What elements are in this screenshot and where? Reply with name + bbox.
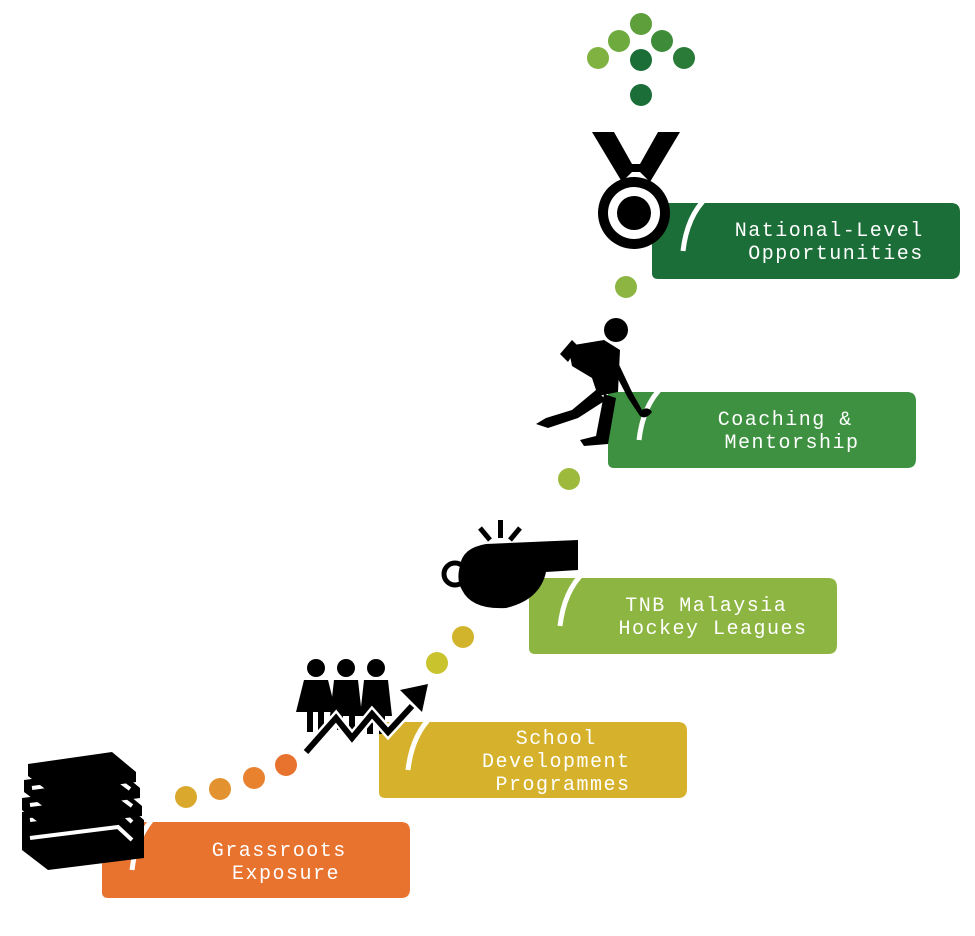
path-dot (243, 767, 265, 789)
books-icon (22, 752, 144, 870)
step-national: National-Level Opportunities (592, 132, 960, 279)
arrow-dot (608, 30, 630, 52)
path-dot (209, 778, 231, 800)
step-label-line: National-Level (735, 220, 924, 243)
step-grassroots: Grassroots Exposure (22, 752, 410, 898)
step-label-line: Coaching & (718, 409, 853, 432)
step-label-line: Mentorship (724, 432, 859, 455)
hockey-player-icon (536, 318, 652, 446)
step-box-coaching (608, 392, 916, 468)
step-box-grassroots (102, 822, 410, 898)
step-label-line: Opportunities (748, 243, 924, 266)
step-label-national: National-Level Opportunities (735, 220, 938, 266)
arrow-dot (630, 13, 652, 35)
step-label-line: Development (482, 751, 631, 774)
step-label-line: Hockey Leagues (618, 618, 807, 641)
arrow-dot (630, 84, 652, 106)
path-dot (615, 276, 637, 298)
arrow-dots-icon (587, 13, 695, 106)
step-label-line: Grassroots (212, 840, 347, 863)
arrow-dot (587, 47, 609, 69)
step-leagues: TNB Malaysia Hockey Leagues (441, 520, 837, 654)
step-box-arc (680, 195, 709, 252)
path-dot (558, 468, 580, 490)
step-label-grassroots: Grassroots Exposure (212, 840, 361, 886)
path-dot (452, 626, 474, 648)
arrow-dot (673, 47, 695, 69)
step-box-national (652, 203, 960, 279)
path-dot (275, 754, 297, 776)
people-growth-icon (296, 659, 428, 756)
path-dot (426, 652, 448, 674)
step-label-line: Exposure (232, 863, 340, 886)
step-box-arc (557, 570, 586, 627)
step-school: School Development Programmes (296, 659, 687, 798)
path-dot (175, 786, 197, 808)
step-label-line: School (516, 728, 597, 751)
step-label-coaching: Coaching & Mentorship (718, 409, 867, 455)
step-label-line: Programmes (495, 774, 630, 797)
whistle-icon (441, 520, 578, 609)
step-label-line: TNB Malaysia (625, 595, 787, 618)
step-coaching: Coaching & Mentorship (536, 318, 916, 468)
path-dots (175, 276, 637, 808)
step-box-arc (405, 714, 434, 771)
step-box-leagues (529, 578, 837, 654)
step-label-leagues: TNB Malaysia Hockey Leagues (618, 595, 807, 641)
step-box-school (379, 722, 687, 798)
medal-icon (592, 132, 680, 249)
arrow-dot (630, 49, 652, 71)
arrow-dot (651, 30, 673, 52)
step-label-school: School Development Programmes (482, 728, 644, 797)
